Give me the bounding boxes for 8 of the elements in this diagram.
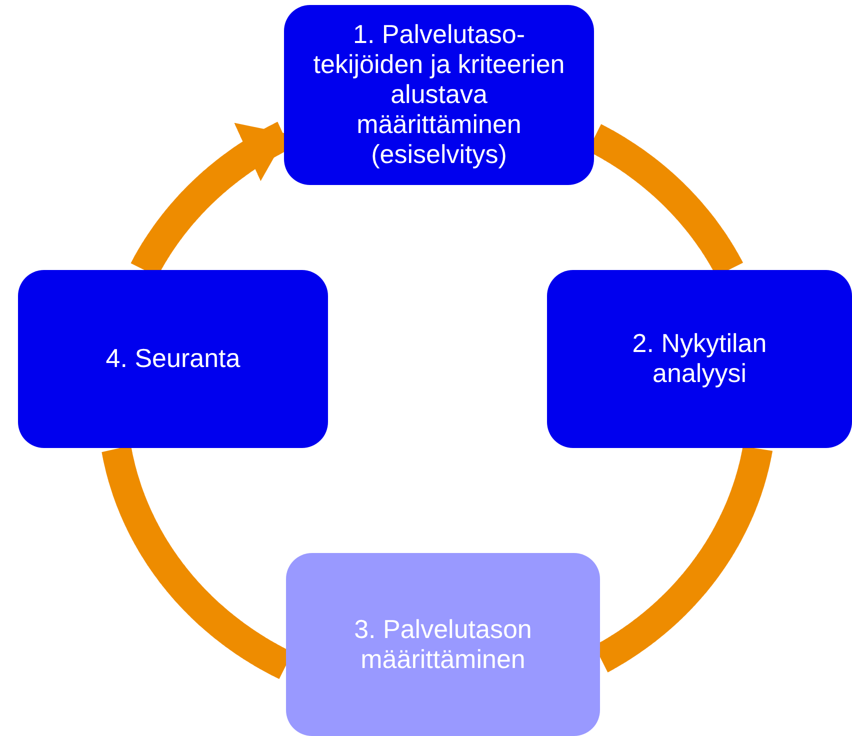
process-box xyxy=(18,270,328,448)
process-box xyxy=(286,553,600,736)
process-box xyxy=(284,5,594,185)
step-label: 3. Palvelutason määrittäminen xyxy=(353,614,533,674)
process-box xyxy=(547,270,852,448)
step-label: 2. Nykytilan analyysi xyxy=(631,329,768,389)
step-label: 1. Palvelutaso-tekijöiden ja kriteerien alustava määrittäminen (esiselvitys) xyxy=(312,20,566,170)
step-label: 4. Seuranta xyxy=(106,344,240,374)
